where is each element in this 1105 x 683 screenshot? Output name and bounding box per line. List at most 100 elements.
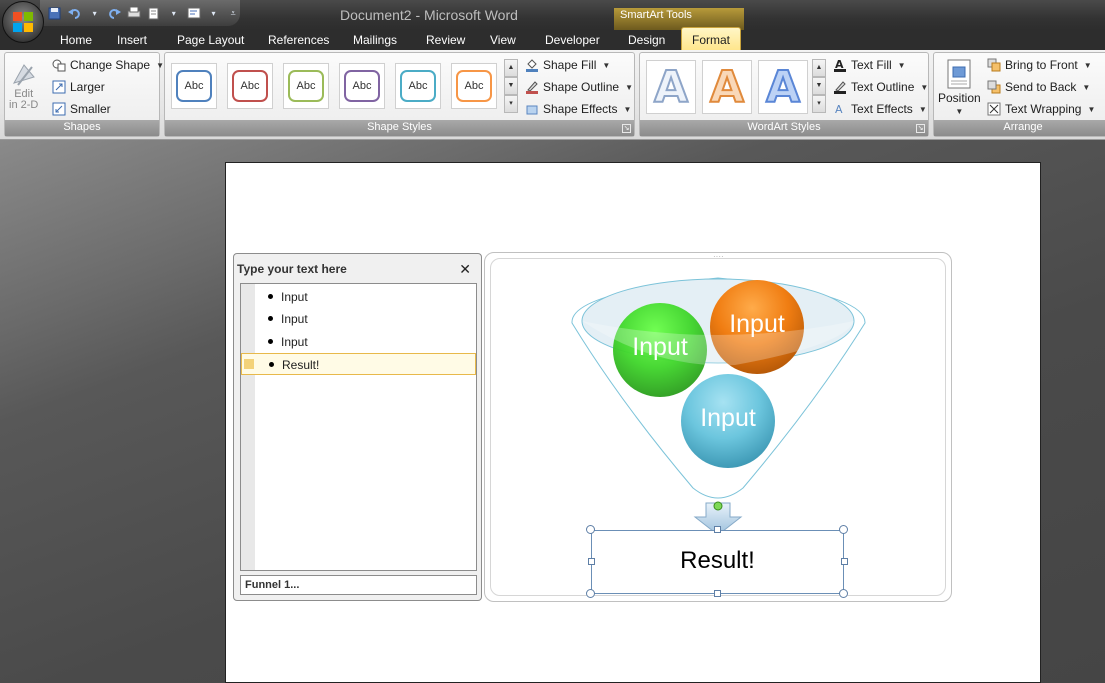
undo-icon[interactable] [67,6,82,20]
shape-outline-button[interactable]: Shape Outline▼ [525,80,633,94]
scroll-up-icon[interactable]: ▲ [504,59,518,77]
text-box-icon[interactable] [187,6,201,20]
tab-insert[interactable]: Insert [117,33,148,47]
text-effects-icon: A [835,103,843,116]
tab-mailings[interactable]: Mailings [353,33,398,47]
tab-developer[interactable]: Developer [545,33,600,47]
title-bar: ▾ ▾ ▾ ⩡ Document2 - Microsoft Word Smart… [0,0,1105,30]
shape-fill-button[interactable]: Shape Fill▼ [525,58,610,72]
input-circle-blue [681,374,775,468]
input-label[interactable]: Input [729,310,785,338]
shape-style-swatch[interactable]: Abc [451,63,497,109]
tab-page-layout[interactable]: Page Layout [177,33,245,47]
list-item[interactable]: Input [241,308,476,330]
new-document-icon[interactable] [147,6,161,20]
scroll-up-icon[interactable]: ▲ [812,59,826,77]
bullet-icon [269,362,274,367]
resize-handle[interactable] [588,558,595,565]
chevron-down-icon: ▼ [1082,82,1091,92]
shape-style-swatch[interactable]: Abc [227,63,273,109]
tab-view[interactable]: View [490,33,516,47]
text-wrapping-icon [987,102,1001,116]
frame-grip-top: ···· [713,253,724,261]
office-button[interactable] [2,1,44,43]
send-to-back-button[interactable]: Send to Back▼ [987,80,1090,94]
group-shapes: Edit in 2-D Change Shape▼ Larger Smaller… [4,52,164,137]
text-fill-icon: A [834,58,846,72]
resize-handle[interactable] [586,525,595,534]
chevron-down-icon: ▼ [1087,104,1096,114]
dialog-launcher-icon[interactable]: ↘ [916,124,925,133]
list-item-text[interactable]: Input [281,312,308,326]
input-label[interactable]: Input [632,333,688,361]
dialog-launcher-icon[interactable]: ↘ [622,124,631,133]
text-pane-footer-link[interactable]: Funnel 1... [240,575,477,595]
resize-handle[interactable] [841,558,848,565]
print-preview-icon[interactable] [127,6,141,20]
dropdown-icon[interactable]: ▾ [211,8,216,18]
shape-styles-gallery-scroll: ▲ ▼ ▾ [504,59,518,115]
list-item[interactable]: Input [241,331,476,353]
shape-style-swatch[interactable]: Abc [171,63,217,109]
result-shape[interactable]: Result! [591,530,844,594]
tab-review[interactable]: Review [426,33,466,47]
list-item-text[interactable]: Result! [282,358,320,372]
input-label[interactable]: Input [700,404,756,432]
swatch-label: Abc [288,70,324,102]
resize-handle[interactable] [839,589,848,598]
swatch-label: Abc [176,70,212,102]
save-icon[interactable] [48,6,62,20]
tab-format[interactable]: Format [681,27,741,51]
shape-style-swatch[interactable]: Abc [283,63,329,109]
text-wrapping-button[interactable]: Text Wrapping▼ [987,102,1095,116]
gallery-more-icon[interactable]: ▾ [812,95,826,113]
list-item-text[interactable]: Input [281,335,308,349]
list-item[interactable]: Input [241,286,476,308]
change-shape-button[interactable]: Change Shape▼ [52,58,164,72]
shape-style-swatch[interactable]: Abc [395,63,441,109]
tab-references[interactable]: References [268,33,330,47]
text-outline-button[interactable]: Text Outline▼ [833,80,928,94]
chevron-down-icon: ▼ [920,82,929,92]
edit-in-2d-button[interactable]: Edit in 2-D [9,59,38,111]
resize-handle[interactable] [839,525,848,534]
shape-effects-button[interactable]: Shape Effects▼ [525,102,631,116]
funnel-glass-overlay [582,321,854,366]
resize-handle[interactable] [714,590,721,597]
list-item-text[interactable]: Input [281,290,308,304]
close-icon[interactable]: ✕ [459,261,471,277]
gallery-more-icon[interactable]: ▾ [504,95,518,113]
smartart-text-pane: Type your text here ✕ Input Input Input … [233,253,482,601]
tab-design[interactable]: Design [628,33,666,47]
group-wordart-styles: A A A ▲ ▼ ▾ A Text Fill▼ Text Outline▼ A… [639,52,929,137]
text-effects-button[interactable]: A Text Effects▼ [835,102,927,116]
redo-icon[interactable] [107,6,121,20]
shape-style-swatch[interactable]: Abc [339,63,385,109]
undo-dropdown-icon[interactable]: ▾ [92,8,97,18]
result-text[interactable]: Result! [680,547,755,574]
scroll-down-icon[interactable]: ▼ [812,77,826,95]
scroll-down-icon[interactable]: ▼ [504,77,518,95]
wordart-style-swatch[interactable]: A [646,60,696,114]
wordart-style-swatch[interactable]: A [702,60,752,114]
swatch-label: Abc [400,70,436,102]
text-pane-title: Type your text here [237,262,347,276]
resize-handle[interactable] [586,589,595,598]
funnel-graphic: ···· [571,253,866,536]
position-button[interactable]: Position ▼ [938,59,981,116]
smartart-diagram-frame[interactable]: ···· Input Input Input Result! [484,252,952,602]
smaller-button[interactable]: Smaller [52,102,111,116]
text-fill-button[interactable]: A Text Fill▼ [834,58,906,72]
ribbon: Edit in 2-D Change Shape▼ Larger Smaller… [0,50,1105,140]
bring-to-front-button[interactable]: Bring to Front▼ [987,58,1092,72]
tab-home[interactable]: Home [60,33,93,47]
wordart-style-swatch[interactable]: A [758,60,808,114]
larger-button[interactable]: Larger [52,80,105,94]
dropdown-icon[interactable]: ▾ [171,8,176,18]
group-label-shapes: Shapes [5,120,159,136]
chevron-down-icon: ▼ [623,104,632,114]
list-item-selected[interactable]: Result! [241,353,476,375]
svg-text:A: A [835,103,843,116]
customize-toolbar-icon[interactable]: ⩡ [230,7,236,18]
resize-handle[interactable] [714,526,721,533]
